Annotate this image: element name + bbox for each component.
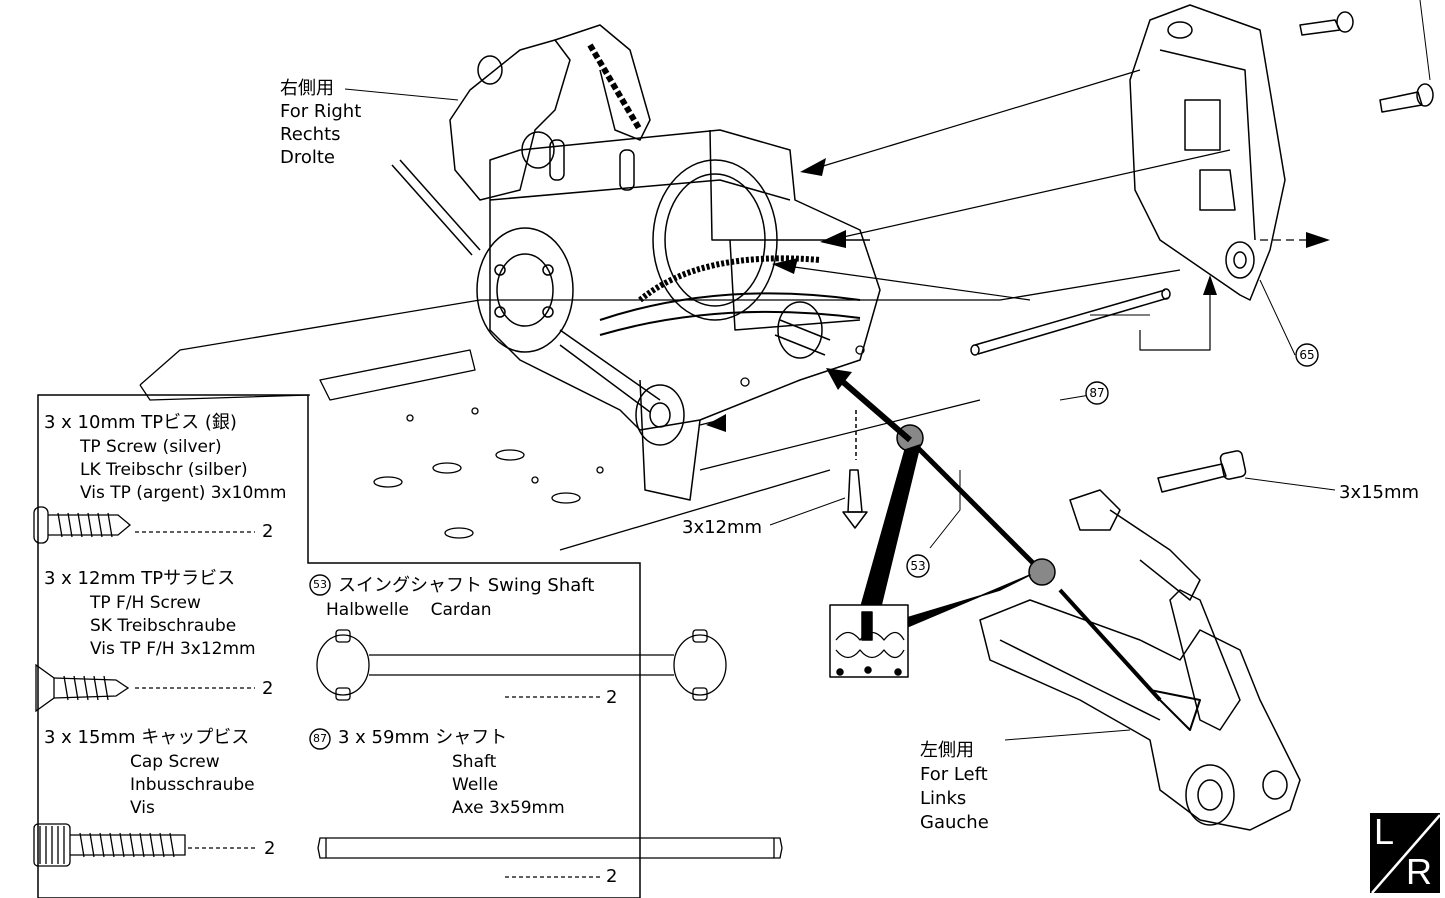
label-left-de: Links xyxy=(920,788,967,809)
left-suspension-arm xyxy=(979,489,1301,831)
swing-shaft-illustration xyxy=(316,629,727,701)
tp-screw-qty: 2 xyxy=(262,521,274,542)
cap-screw-illustration xyxy=(33,823,258,867)
swing-shaft-title: スイングシャフト Swing Shaft xyxy=(338,575,595,596)
shaft-fr: Axe 3x59mm xyxy=(452,798,565,818)
fh-screw-de: SK Treibschraube xyxy=(90,616,237,636)
label-left-en: For Left xyxy=(920,764,988,785)
box-53-circle xyxy=(309,574,331,596)
lr-badge xyxy=(1370,813,1441,894)
fh-screw-3x12 xyxy=(842,410,868,529)
tp-screw-en: TP Screw (silver) xyxy=(80,437,222,457)
cap-screw-en: Cap Screw xyxy=(130,752,220,772)
tp-screw-fr: Vis TP (argent) 3x10mm xyxy=(80,483,287,503)
badge-letter-r: R xyxy=(1406,851,1432,892)
chassis-plate xyxy=(139,269,1181,551)
spur-gear xyxy=(599,159,861,336)
cap-screw-fr: Vis xyxy=(130,798,155,818)
assembly-arrows xyxy=(699,69,1320,443)
tp-screw-de: LK Treibschr (silber) xyxy=(80,460,248,480)
swing-shaft-de-fr: Halbwelle Cardan xyxy=(326,600,492,620)
arrow-heads xyxy=(706,158,1330,432)
gearbox-housing xyxy=(489,129,881,501)
tp-screw-lower xyxy=(1379,83,1434,113)
shaft-illustration xyxy=(317,837,783,878)
label-right-de: Rechts xyxy=(280,124,341,145)
shaft-number: 87 xyxy=(313,732,327,745)
label-right-en: For Right xyxy=(280,101,362,122)
cap-screw-qty: 2 xyxy=(264,838,276,859)
right-suspension-arm xyxy=(449,24,651,201)
badge-letter-l: L xyxy=(1374,811,1395,852)
part-87-number: 87 xyxy=(1089,386,1105,400)
label-right-fr: Drolte xyxy=(280,147,336,168)
box-87-circle xyxy=(309,728,331,750)
tp-screw-illustration xyxy=(33,506,255,544)
pulley-axle xyxy=(391,159,831,446)
part-87-circle xyxy=(1085,381,1109,405)
label-left-ja: 左側用 xyxy=(920,740,974,761)
label-left-fr: Gauche xyxy=(920,812,989,833)
tp-screw-title: 3 x 10mm TPビス (銀) xyxy=(44,412,237,433)
cap-screw-de: Inbusschraube xyxy=(130,775,255,795)
parts-box xyxy=(37,394,641,898)
gear-mesh-inset xyxy=(829,444,1031,678)
label-screw-3x12: 3x12mm xyxy=(682,517,763,538)
shaft-en: Shaft xyxy=(452,752,497,772)
shaft-title: 3 x 59mm シャフト xyxy=(338,727,508,748)
rear-bulkhead xyxy=(1129,4,1286,301)
fh-screw-fr: Vis TP F/H 3x12mm xyxy=(90,639,256,659)
swing-shaft-qty: 2 xyxy=(606,687,618,708)
shaft-qty: 2 xyxy=(606,866,618,887)
shaft-de: Welle xyxy=(452,775,499,795)
swing-shaft-number: 53 xyxy=(313,578,327,591)
fh-screw-title: 3 x 12mm TPサラビス xyxy=(44,568,236,589)
part-65-circle xyxy=(1295,343,1319,367)
part-65-number: 65 xyxy=(1299,348,1315,362)
leader-lines xyxy=(344,0,1431,741)
cap-screw-title: 3 x 15mm キャップビス xyxy=(44,727,250,748)
swing-shaft-53 xyxy=(896,424,1162,702)
tp-screw-upper xyxy=(1299,11,1354,36)
label-right-ja: 右側用 xyxy=(280,78,334,99)
shaft-87 xyxy=(970,288,1171,356)
cap-screw-3x15 xyxy=(1157,450,1247,493)
label-screw-3x15: 3x15mm xyxy=(1339,482,1420,503)
fh-screw-qty: 2 xyxy=(262,678,274,699)
fh-screw-en: TP F/H Screw xyxy=(90,593,201,613)
part-53-circle xyxy=(906,554,930,578)
fh-screw-illustration xyxy=(35,663,255,713)
part-53-number: 53 xyxy=(910,559,926,573)
